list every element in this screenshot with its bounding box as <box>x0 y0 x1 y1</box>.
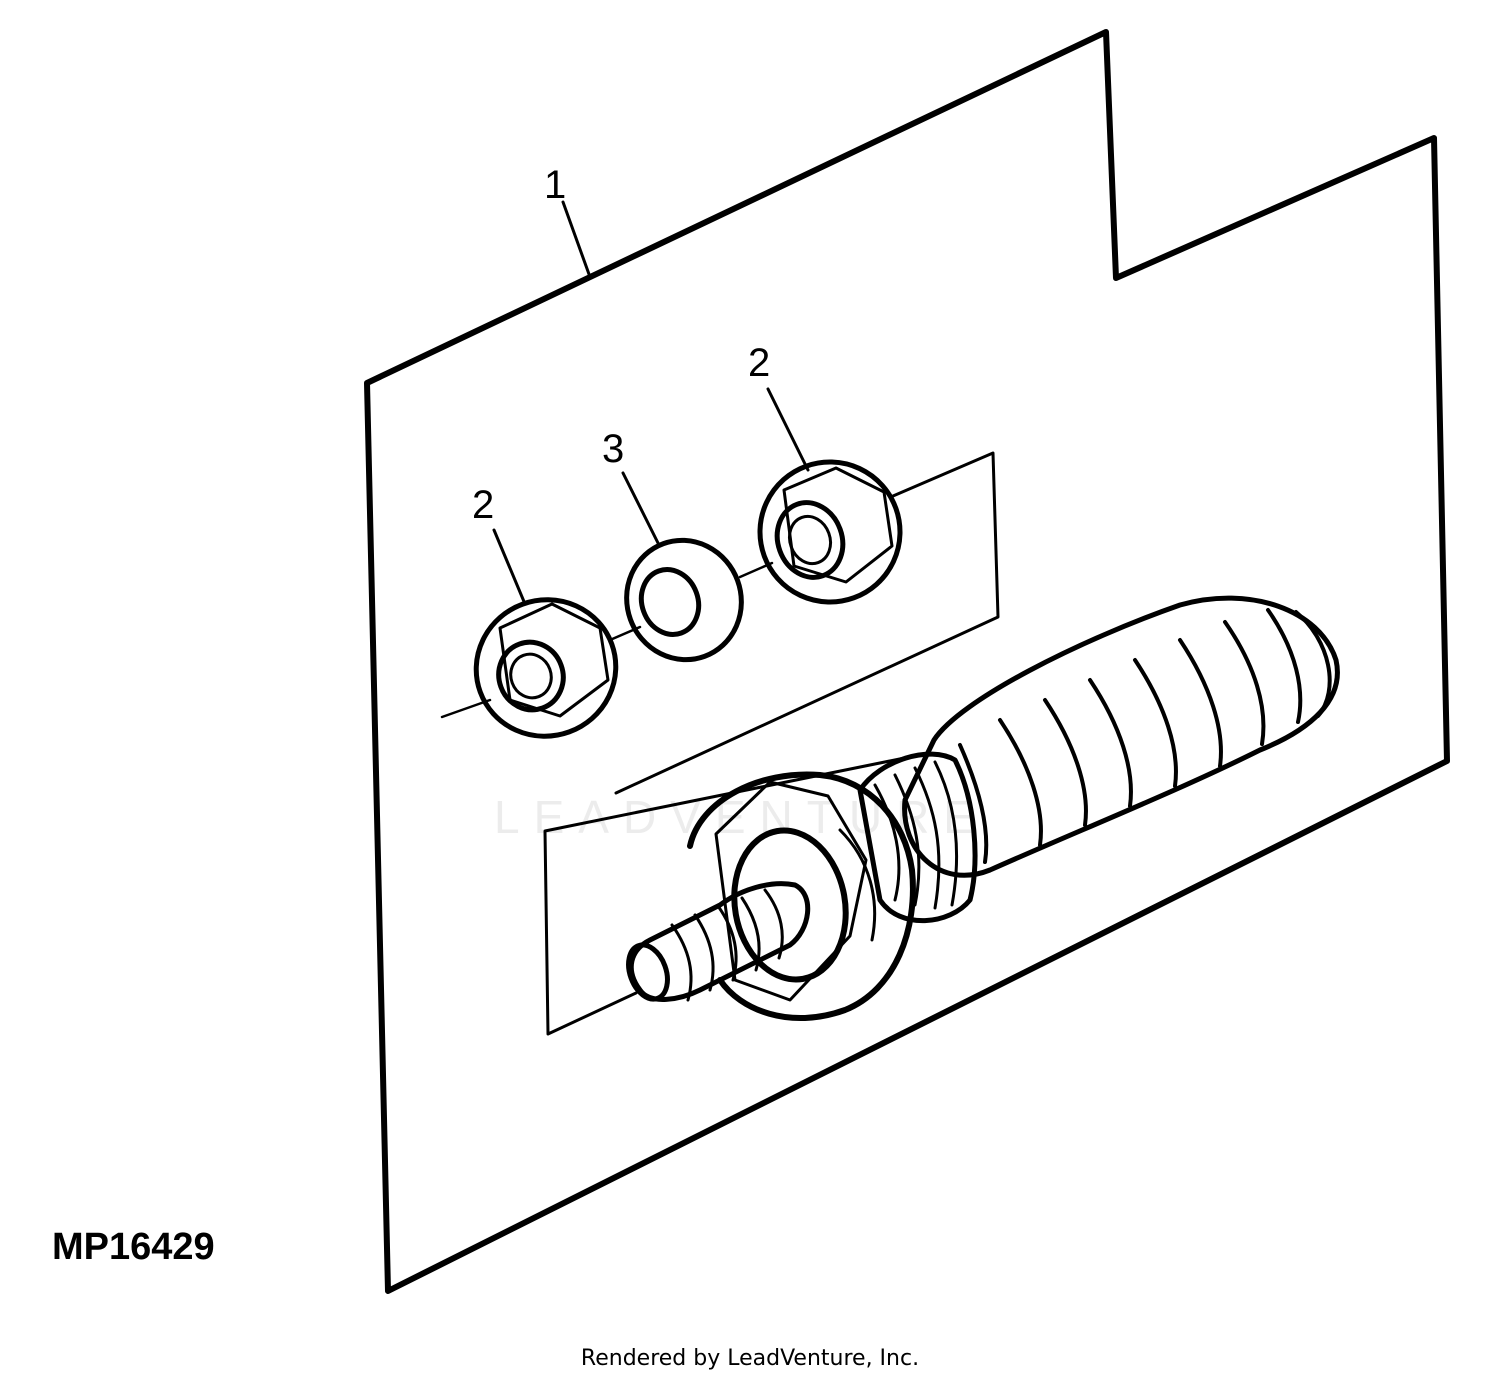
hardware-box <box>614 451 1000 795</box>
leader-line-2-left <box>492 528 527 606</box>
leader-line-3 <box>621 471 660 545</box>
valve-spring <box>902 595 1340 878</box>
callout-2-right: 2 <box>748 341 770 385</box>
callout-2-left: 2 <box>472 483 494 527</box>
callout-1: 1 <box>544 163 566 207</box>
valve-hex <box>687 771 916 1021</box>
figure-id: MP16429 <box>52 1226 215 1268</box>
valve-stem <box>626 881 811 1002</box>
hardware-axis <box>440 698 492 719</box>
hex-nut-right <box>757 459 903 605</box>
leader-line-2-right <box>766 387 810 472</box>
washer <box>624 537 744 663</box>
kit-boundary <box>364 29 1450 1294</box>
valve-threaded-body <box>857 751 978 924</box>
render-credit: Rendered by LeadVenture, Inc. <box>580 1346 920 1371</box>
hex-nut-left <box>473 597 619 739</box>
callout-3: 3 <box>602 427 624 471</box>
leader-line-1 <box>561 200 592 279</box>
